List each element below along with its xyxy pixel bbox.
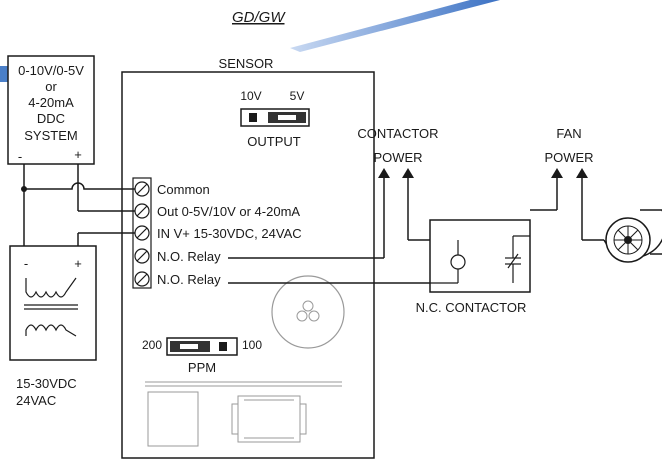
nc-contactor bbox=[429, 219, 531, 293]
ddc-line-4: DDC bbox=[37, 111, 65, 126]
transformer-box: - + bbox=[9, 245, 97, 361]
output-jumper-slot bbox=[278, 115, 296, 120]
fan-power-line-1: FAN bbox=[556, 126, 581, 141]
transformer-label-1: 15-30VDC bbox=[16, 376, 77, 391]
terminal-common-label: Common bbox=[157, 182, 210, 197]
ddc-system-box: 0-10V/0-5V or 4-20mA DDC SYSTEM - + bbox=[7, 55, 95, 165]
sensor-title: SENSOR bbox=[219, 56, 274, 71]
ddc-plus: + bbox=[74, 147, 82, 162]
transformer-plus: + bbox=[74, 256, 82, 271]
transformer-minus: - bbox=[24, 256, 28, 271]
terminal-relay1-label: N.O. Relay bbox=[157, 249, 221, 264]
ddc-line-1: 0-10V/0-5V bbox=[18, 63, 84, 78]
output-10v-label: 10V bbox=[240, 89, 261, 103]
junction-dot bbox=[21, 186, 27, 192]
blue-accent-band bbox=[290, 0, 500, 52]
output-label: OUTPUT bbox=[247, 134, 301, 149]
terminal-screw-3 bbox=[134, 225, 150, 241]
contactor-power-line-2: POWER bbox=[373, 150, 422, 165]
ddc-line-5: SYSTEM bbox=[24, 128, 77, 143]
power-arrows bbox=[378, 168, 588, 178]
terminal-in-label: IN V+ 15-30VDC, 24VAC bbox=[157, 226, 302, 241]
output-pin bbox=[249, 113, 257, 122]
ddc-minus: - bbox=[18, 149, 22, 164]
ppm-200-label: 200 bbox=[142, 338, 162, 352]
ddc-line-3: 4-20mA bbox=[28, 95, 74, 110]
terminal-screw-1 bbox=[134, 181, 150, 197]
terminal-relay2-label: N.O. Relay bbox=[157, 272, 221, 287]
ppm-label: PPM bbox=[188, 360, 216, 375]
fan-icon bbox=[603, 209, 662, 263]
ppm-100-label: 100 bbox=[242, 338, 262, 352]
output-5v-label: 5V bbox=[290, 89, 305, 103]
ppm-pin bbox=[219, 342, 227, 351]
sensor-element bbox=[271, 275, 345, 349]
blue-accent-tab bbox=[0, 66, 8, 82]
ddc-line-2: or bbox=[45, 79, 57, 94]
terminal-screw-5 bbox=[134, 271, 150, 287]
contactor-label: N.C. CONTACTOR bbox=[416, 300, 527, 315]
board-components bbox=[145, 381, 342, 447]
ppm-jumper-slot bbox=[180, 344, 198, 349]
sensor-box: SENSOR 10V 5V OUTPUT Common Out 0-5V/10V… bbox=[121, 56, 375, 459]
contactor-power-line-1: CONTACTOR bbox=[357, 126, 438, 141]
terminal-screw-4 bbox=[134, 248, 150, 264]
terminal-screw-2 bbox=[134, 203, 150, 219]
fan-power-line-2: POWER bbox=[544, 150, 593, 165]
terminal-block bbox=[132, 177, 152, 289]
transformer-label-2: 24VAC bbox=[16, 393, 56, 408]
terminal-out-label: Out 0-5V/10V or 4-20mA bbox=[157, 204, 300, 219]
header-label: GD/GW bbox=[232, 9, 286, 26]
